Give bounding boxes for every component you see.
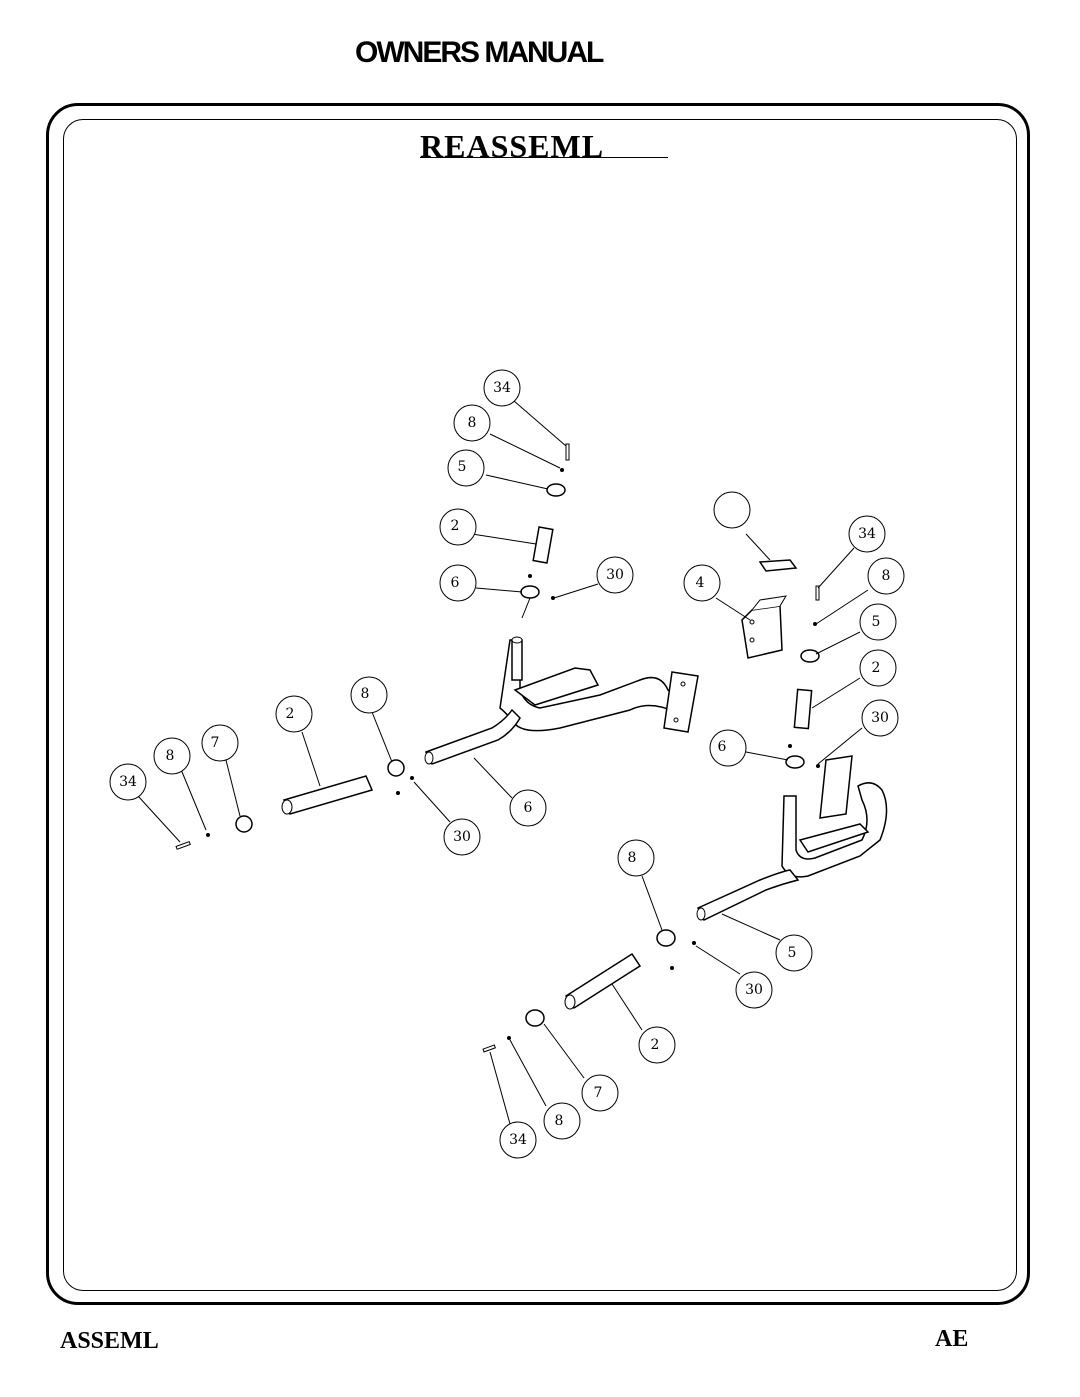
callout-2-top: 2 xyxy=(439,508,477,546)
callout-8-far-left: 8 xyxy=(153,737,191,775)
callout-2-left: 2 xyxy=(275,695,313,733)
page-frame-inner xyxy=(63,119,1017,1291)
svg-text:2: 2 xyxy=(286,706,295,722)
svg-text:5: 5 xyxy=(788,945,797,961)
right-upper-collar xyxy=(800,649,820,663)
left-roller-collar xyxy=(235,815,253,833)
right-inner-collar xyxy=(656,929,676,947)
svg-text:5: 5 xyxy=(458,459,467,475)
left-horizontal-arm xyxy=(424,708,521,765)
right-horizontal-arm xyxy=(696,869,800,921)
svg-text:7: 7 xyxy=(594,1085,603,1101)
svg-text:34: 34 xyxy=(509,1132,527,1148)
svg-text:8: 8 xyxy=(882,568,891,584)
svg-text:34: 34 xyxy=(858,526,876,542)
right-upper-bolt xyxy=(815,585,820,601)
callout-4-right: 4 xyxy=(683,564,721,602)
right-frame-tube xyxy=(781,782,888,878)
callout-5-bottom: 5 xyxy=(775,934,813,972)
right-upper-roller-tube xyxy=(793,688,813,730)
left-frame-plate xyxy=(513,667,600,706)
left-bolt xyxy=(175,841,191,850)
svg-text:4: 4 xyxy=(696,575,705,591)
callout-34-right: 34 xyxy=(848,515,886,553)
callout-8-bottom-left: 8 xyxy=(543,1102,581,1140)
parts-layer xyxy=(175,443,888,1053)
callout-8-right: 8 xyxy=(867,557,905,595)
upper-lower-collar xyxy=(520,585,540,599)
upper-roller-collar xyxy=(546,483,566,497)
heading-underline xyxy=(420,157,668,158)
upper-roller-tube xyxy=(532,526,554,564)
callout-5-top: 5 xyxy=(447,449,485,487)
callout-30-bottom: 30 xyxy=(735,971,773,1009)
svg-text:8: 8 xyxy=(468,415,477,431)
svg-text:2: 2 xyxy=(872,660,881,676)
svg-text:8: 8 xyxy=(628,850,637,866)
callout-30-right: 30 xyxy=(861,699,899,737)
callout-30-left: 30 xyxy=(443,818,481,856)
right-roller-pad xyxy=(564,952,642,1010)
upper-bolt xyxy=(565,443,570,461)
page-heading: REASSEML xyxy=(420,128,605,164)
callout-30-top: 30 xyxy=(596,556,634,594)
callout-34-bottom: 34 xyxy=(499,1121,537,1159)
callout-bubbles: 34 8 5 2 6 30 4 34 8 5 2 30 6 8 2 7 8 34… xyxy=(109,369,905,1159)
svg-text:34: 34 xyxy=(119,774,137,790)
svg-text:30: 30 xyxy=(606,567,624,583)
right-bracket xyxy=(741,605,783,659)
callout-6-left: 6 xyxy=(509,789,547,827)
callout-8-left: 8 xyxy=(350,676,388,714)
svg-text:2: 2 xyxy=(651,1037,660,1053)
left-mount-plate xyxy=(663,671,699,733)
right-frame-plate xyxy=(798,823,870,853)
callout-2-bottom: 2 xyxy=(638,1026,676,1064)
callout-34-top: 34 xyxy=(483,369,521,407)
callout-6-right: 6 xyxy=(709,729,747,767)
callout-7-left: 7 xyxy=(201,724,239,762)
svg-text:8: 8 xyxy=(361,686,370,702)
svg-text:8: 8 xyxy=(555,1113,564,1129)
svg-text:30: 30 xyxy=(745,982,763,998)
right-roller-collar xyxy=(525,1009,545,1027)
svg-text:8: 8 xyxy=(166,748,175,764)
callout-8-bottom: 8 xyxy=(617,839,655,877)
svg-text:30: 30 xyxy=(871,710,889,726)
right-lower-collar xyxy=(785,755,805,769)
svg-text:34: 34 xyxy=(493,380,511,396)
callout-7-bottom: 7 xyxy=(581,1074,619,1112)
callout-2-right: 2 xyxy=(859,649,897,687)
page-frame-outer xyxy=(46,103,1030,1305)
callout-34-left: 34 xyxy=(109,763,147,801)
left-roller-pad xyxy=(282,775,374,815)
callout-8-top: 8 xyxy=(453,404,491,442)
svg-text:5: 5 xyxy=(872,614,881,630)
right-bracket-cap xyxy=(758,559,798,572)
right-mount-plate xyxy=(819,755,853,819)
svg-text:2: 2 xyxy=(451,518,460,534)
svg-text:6: 6 xyxy=(451,575,460,591)
left-upright-stub xyxy=(511,639,523,681)
svg-text:30: 30 xyxy=(453,829,471,845)
callout-blank-right xyxy=(713,491,751,529)
svg-text:6: 6 xyxy=(718,739,727,755)
footer-page-code: AE xyxy=(935,1326,969,1352)
left-inner-collar xyxy=(387,759,405,777)
footer-section-label: ASSEML xyxy=(60,1328,159,1354)
svg-text:6: 6 xyxy=(524,800,533,816)
manual-header-title: OWNERS MANUAL xyxy=(355,36,604,69)
leader-lines xyxy=(137,400,869,1125)
right-lower-bolt xyxy=(482,1044,496,1053)
callout-6-top: 6 xyxy=(439,564,477,602)
callout-5-right: 5 xyxy=(859,603,897,641)
svg-text:7: 7 xyxy=(211,735,220,751)
